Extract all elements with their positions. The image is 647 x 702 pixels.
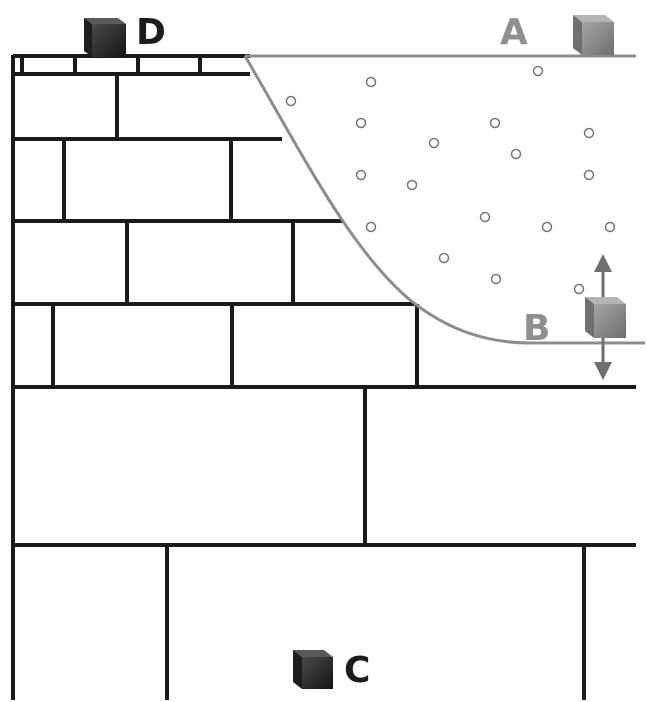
bubble [367, 78, 376, 87]
bubble [606, 223, 615, 232]
label-c: C [344, 650, 370, 691]
bubble [512, 150, 521, 159]
bubble [585, 171, 594, 180]
bubble [408, 181, 417, 190]
water-region [245, 56, 640, 343]
bubble [492, 275, 501, 284]
bubble [491, 119, 500, 128]
bubble [287, 97, 296, 106]
bubble [575, 285, 584, 294]
bubble [585, 129, 594, 138]
bubble [481, 213, 490, 222]
bubble [357, 171, 366, 180]
bubble [440, 254, 449, 263]
label-a: A [500, 12, 528, 53]
bubble [534, 67, 543, 76]
bubble [543, 223, 552, 232]
bubble [430, 139, 439, 148]
cube-d-icon [84, 18, 126, 57]
bubble [367, 223, 376, 232]
cube-a-icon [573, 15, 614, 55]
cube-b-icon [585, 297, 626, 338]
bubble [357, 119, 366, 128]
cube-c-icon [293, 650, 333, 689]
label-d: D [136, 12, 166, 53]
label-b: B [523, 308, 550, 349]
